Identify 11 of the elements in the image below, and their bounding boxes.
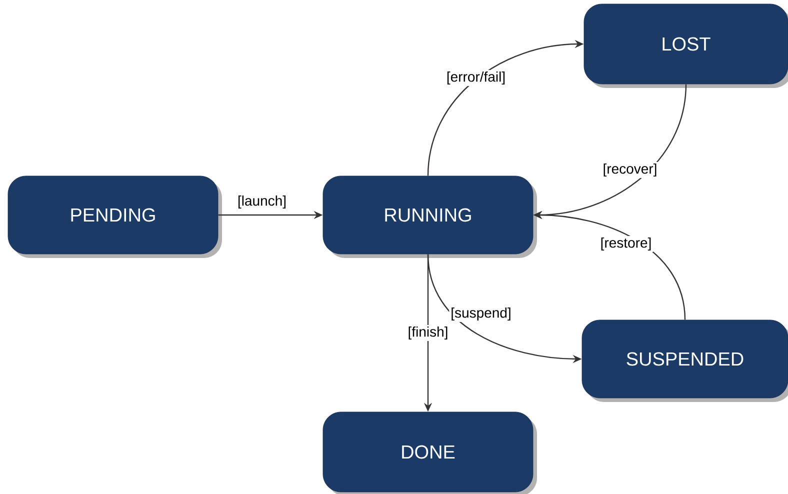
state-box: RUNNING [322, 176, 537, 258]
edge-label: [recover] [601, 162, 659, 178]
edge-label: [restore] [598, 236, 654, 252]
state-box: SUSPENDED [582, 320, 788, 402]
state-box: LOST [584, 4, 788, 88]
state-box: DONE [322, 412, 537, 494]
state-box: PENDING [8, 176, 222, 258]
edge-label: [finish] [406, 324, 450, 342]
edge-label: [launch] [236, 194, 288, 210]
edge-label: [suspend] [449, 306, 513, 322]
edge-label: [error/fail] [444, 70, 508, 86]
